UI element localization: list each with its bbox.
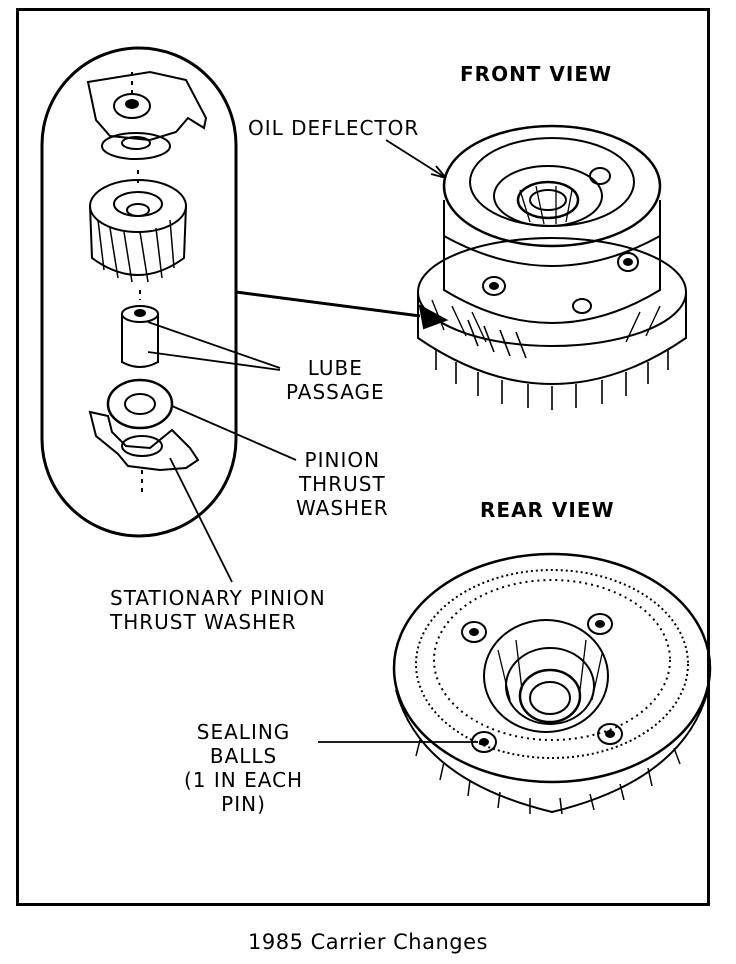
pinion-thrust-washer-label: PINION THRUST WASHER bbox=[296, 448, 389, 520]
rear-view-carrier bbox=[392, 552, 712, 815]
assembly-arrow bbox=[235, 290, 449, 330]
sealing-balls-line-1: SEALING bbox=[196, 720, 291, 744]
lube-passage-line-1: LUBE bbox=[307, 356, 363, 380]
pinion-thrust-washer-line-1: PINION bbox=[304, 448, 381, 472]
stationary-washer-line-1: STATIONARY PINION bbox=[110, 586, 326, 610]
exploded-pinion-assembly bbox=[86, 70, 208, 492]
leader-lube-passage-top bbox=[147, 321, 281, 369]
lube-passage-label: LUBE PASSAGE bbox=[286, 356, 385, 404]
pinion-thrust-washer-line-3: WASHER bbox=[296, 496, 389, 520]
leader-oil-deflector bbox=[385, 139, 447, 179]
leader-pinion-thrust-washer bbox=[171, 405, 297, 461]
stationary-washer-line-2: THRUST WASHER bbox=[110, 610, 297, 634]
leader-stationary-washer bbox=[169, 457, 233, 583]
stationary-pinion-thrust-washer-label: STATIONARY PINION THRUST WASHER bbox=[110, 586, 326, 634]
rear-view-heading: REAR VIEW bbox=[480, 498, 615, 522]
diagram-frame bbox=[16, 8, 710, 906]
sealing-balls-label: SEALING BALLS (1 IN EACH PIN) bbox=[184, 720, 303, 816]
lube-passage-line-2: PASSAGE bbox=[286, 380, 385, 404]
oil-deflector-label: OIL DEFLECTOR bbox=[248, 116, 420, 140]
leader-lube-passage-bottom bbox=[147, 351, 281, 371]
sealing-balls-line-3: (1 IN EACH bbox=[184, 768, 304, 792]
sealing-balls-line-2: BALLS bbox=[209, 744, 278, 768]
leader-lines bbox=[147, 139, 478, 743]
sealing-balls-line-4: PIN) bbox=[221, 792, 266, 816]
front-view-carrier bbox=[417, 124, 687, 410]
pinion-thrust-washer-line-2: THRUST bbox=[298, 472, 386, 496]
figure-caption: 1985 Carrier Changes bbox=[248, 930, 488, 954]
front-view-heading: FRONT VIEW bbox=[460, 62, 613, 86]
